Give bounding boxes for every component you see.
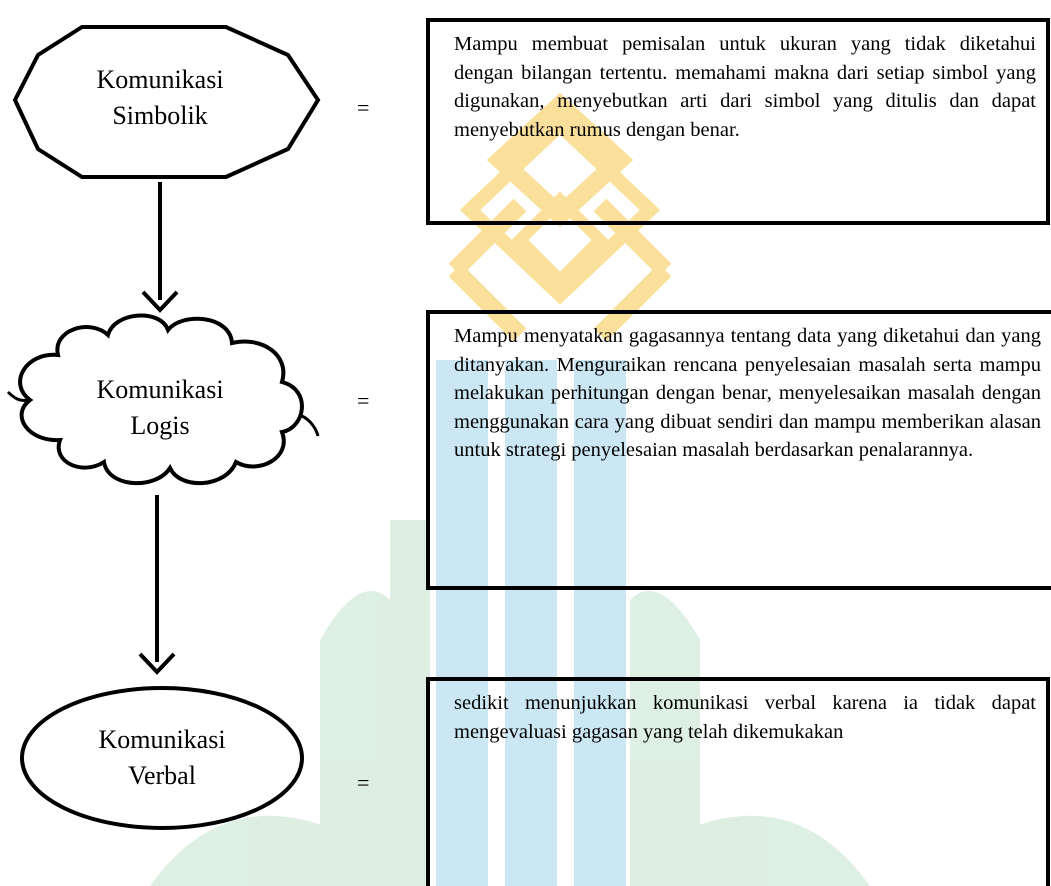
equals-sign-logis: = (357, 388, 370, 413)
equals-sign-simbolik: = (357, 95, 370, 120)
logis-cloud (18, 313, 304, 486)
equals-sign-verbal: = (357, 770, 370, 795)
logis-label-line1: Komunikasi (96, 375, 224, 404)
simbolik-description: Mampu membuat pemisalan untuk ukuran yan… (454, 33, 1036, 141)
verbal-label-line2: Verbal (128, 761, 196, 790)
logis-label: Komunikasi Logis (60, 372, 260, 444)
simbolik-octagon (12, 25, 321, 179)
arrowhead-2 (138, 652, 176, 675)
logis-description-box: Mampu menyatakan gagasannya tentang data… (426, 310, 1051, 590)
verbal-ellipse (20, 686, 304, 830)
simbolik-label: Komunikasi Simbolik (60, 62, 260, 134)
verbal-description-box: sedikit menunjukkan komunikasi verbal ka… (426, 677, 1050, 886)
arrowhead-1 (141, 290, 179, 313)
simbolik-label-line1: Komunikasi (96, 65, 224, 94)
logis-description: Mampu menyatakan gagasannya tentang data… (454, 325, 1041, 461)
verbal-label: Komunikasi Verbal (62, 722, 262, 794)
simbolik-description-box: Mampu membuat pemisalan untuk ukuran yan… (426, 18, 1050, 225)
verbal-label-line1: Komunikasi (98, 725, 226, 754)
verbal-description: sedikit menunjukkan komunikasi verbal ka… (454, 692, 1036, 743)
logis-label-line2: Logis (130, 411, 190, 440)
simbolik-label-line2: Simbolik (112, 101, 208, 130)
